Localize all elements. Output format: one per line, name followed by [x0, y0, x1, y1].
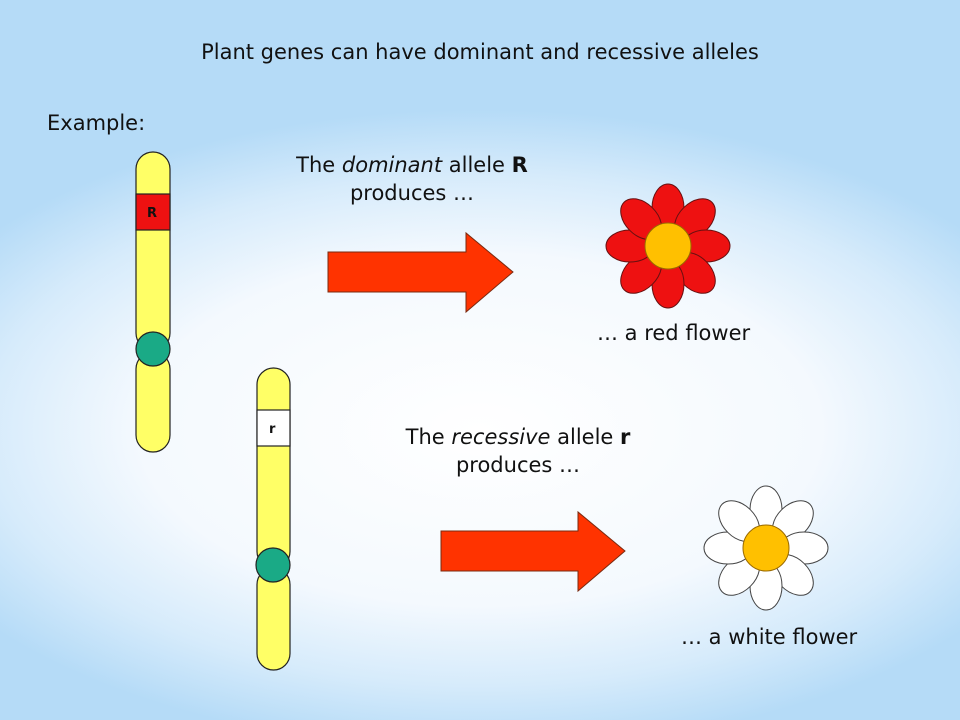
chromosome-recessive-lower-arm: [256, 567, 291, 671]
dominant-band-label: R: [147, 206, 157, 221]
white-flower-center: [742, 524, 790, 572]
arrow-recessive: [440, 510, 626, 593]
recessive-caption-line1: The recessive allele r: [405, 425, 631, 449]
centromere-dominant: [135, 331, 171, 367]
red-flower-petals: [605, 183, 731, 309]
white-flower-petals: [703, 485, 829, 611]
chromosome-dominant: [135, 151, 171, 453]
recessive-band-label: r: [269, 422, 276, 437]
dominant-allele-band: [135, 193, 171, 231]
slide-title: Plant genes can have dominant and recess…: [201, 40, 759, 64]
example-label: Example:: [47, 111, 146, 135]
recessive-allele-symbol: r: [620, 425, 631, 449]
red-flower-center: [644, 222, 692, 270]
red-flower-caption: … a red flower: [597, 321, 751, 345]
arrow-dominant: [327, 231, 514, 314]
dominant-allele-symbol: R: [511, 153, 528, 177]
chromosome-recessive-upper-arm: [256, 367, 291, 569]
chromosome-dominant-upper-arm: [135, 151, 171, 351]
white-flower-caption: … a white flower: [681, 625, 858, 649]
dominant-word: dominant: [341, 153, 443, 177]
dominant-caption: The dominant allele R produces …: [252, 151, 572, 207]
chromosome-recessive: [255, 367, 291, 671]
recessive-word: recessive: [451, 425, 551, 449]
recessive-allele-band: [256, 409, 291, 447]
dominant-caption-line2: produces …: [349, 181, 475, 205]
red-flower: [605, 183, 731, 309]
recessive-caption-line2: produces …: [455, 453, 581, 477]
centromere-recessive: [255, 547, 291, 583]
dominant-caption-line1: The dominant allele R: [296, 153, 528, 177]
recessive-caption: The recessive allele r produces …: [358, 423, 678, 479]
chromosome-dominant-lower-arm: [135, 351, 171, 453]
white-flower: [703, 485, 829, 611]
